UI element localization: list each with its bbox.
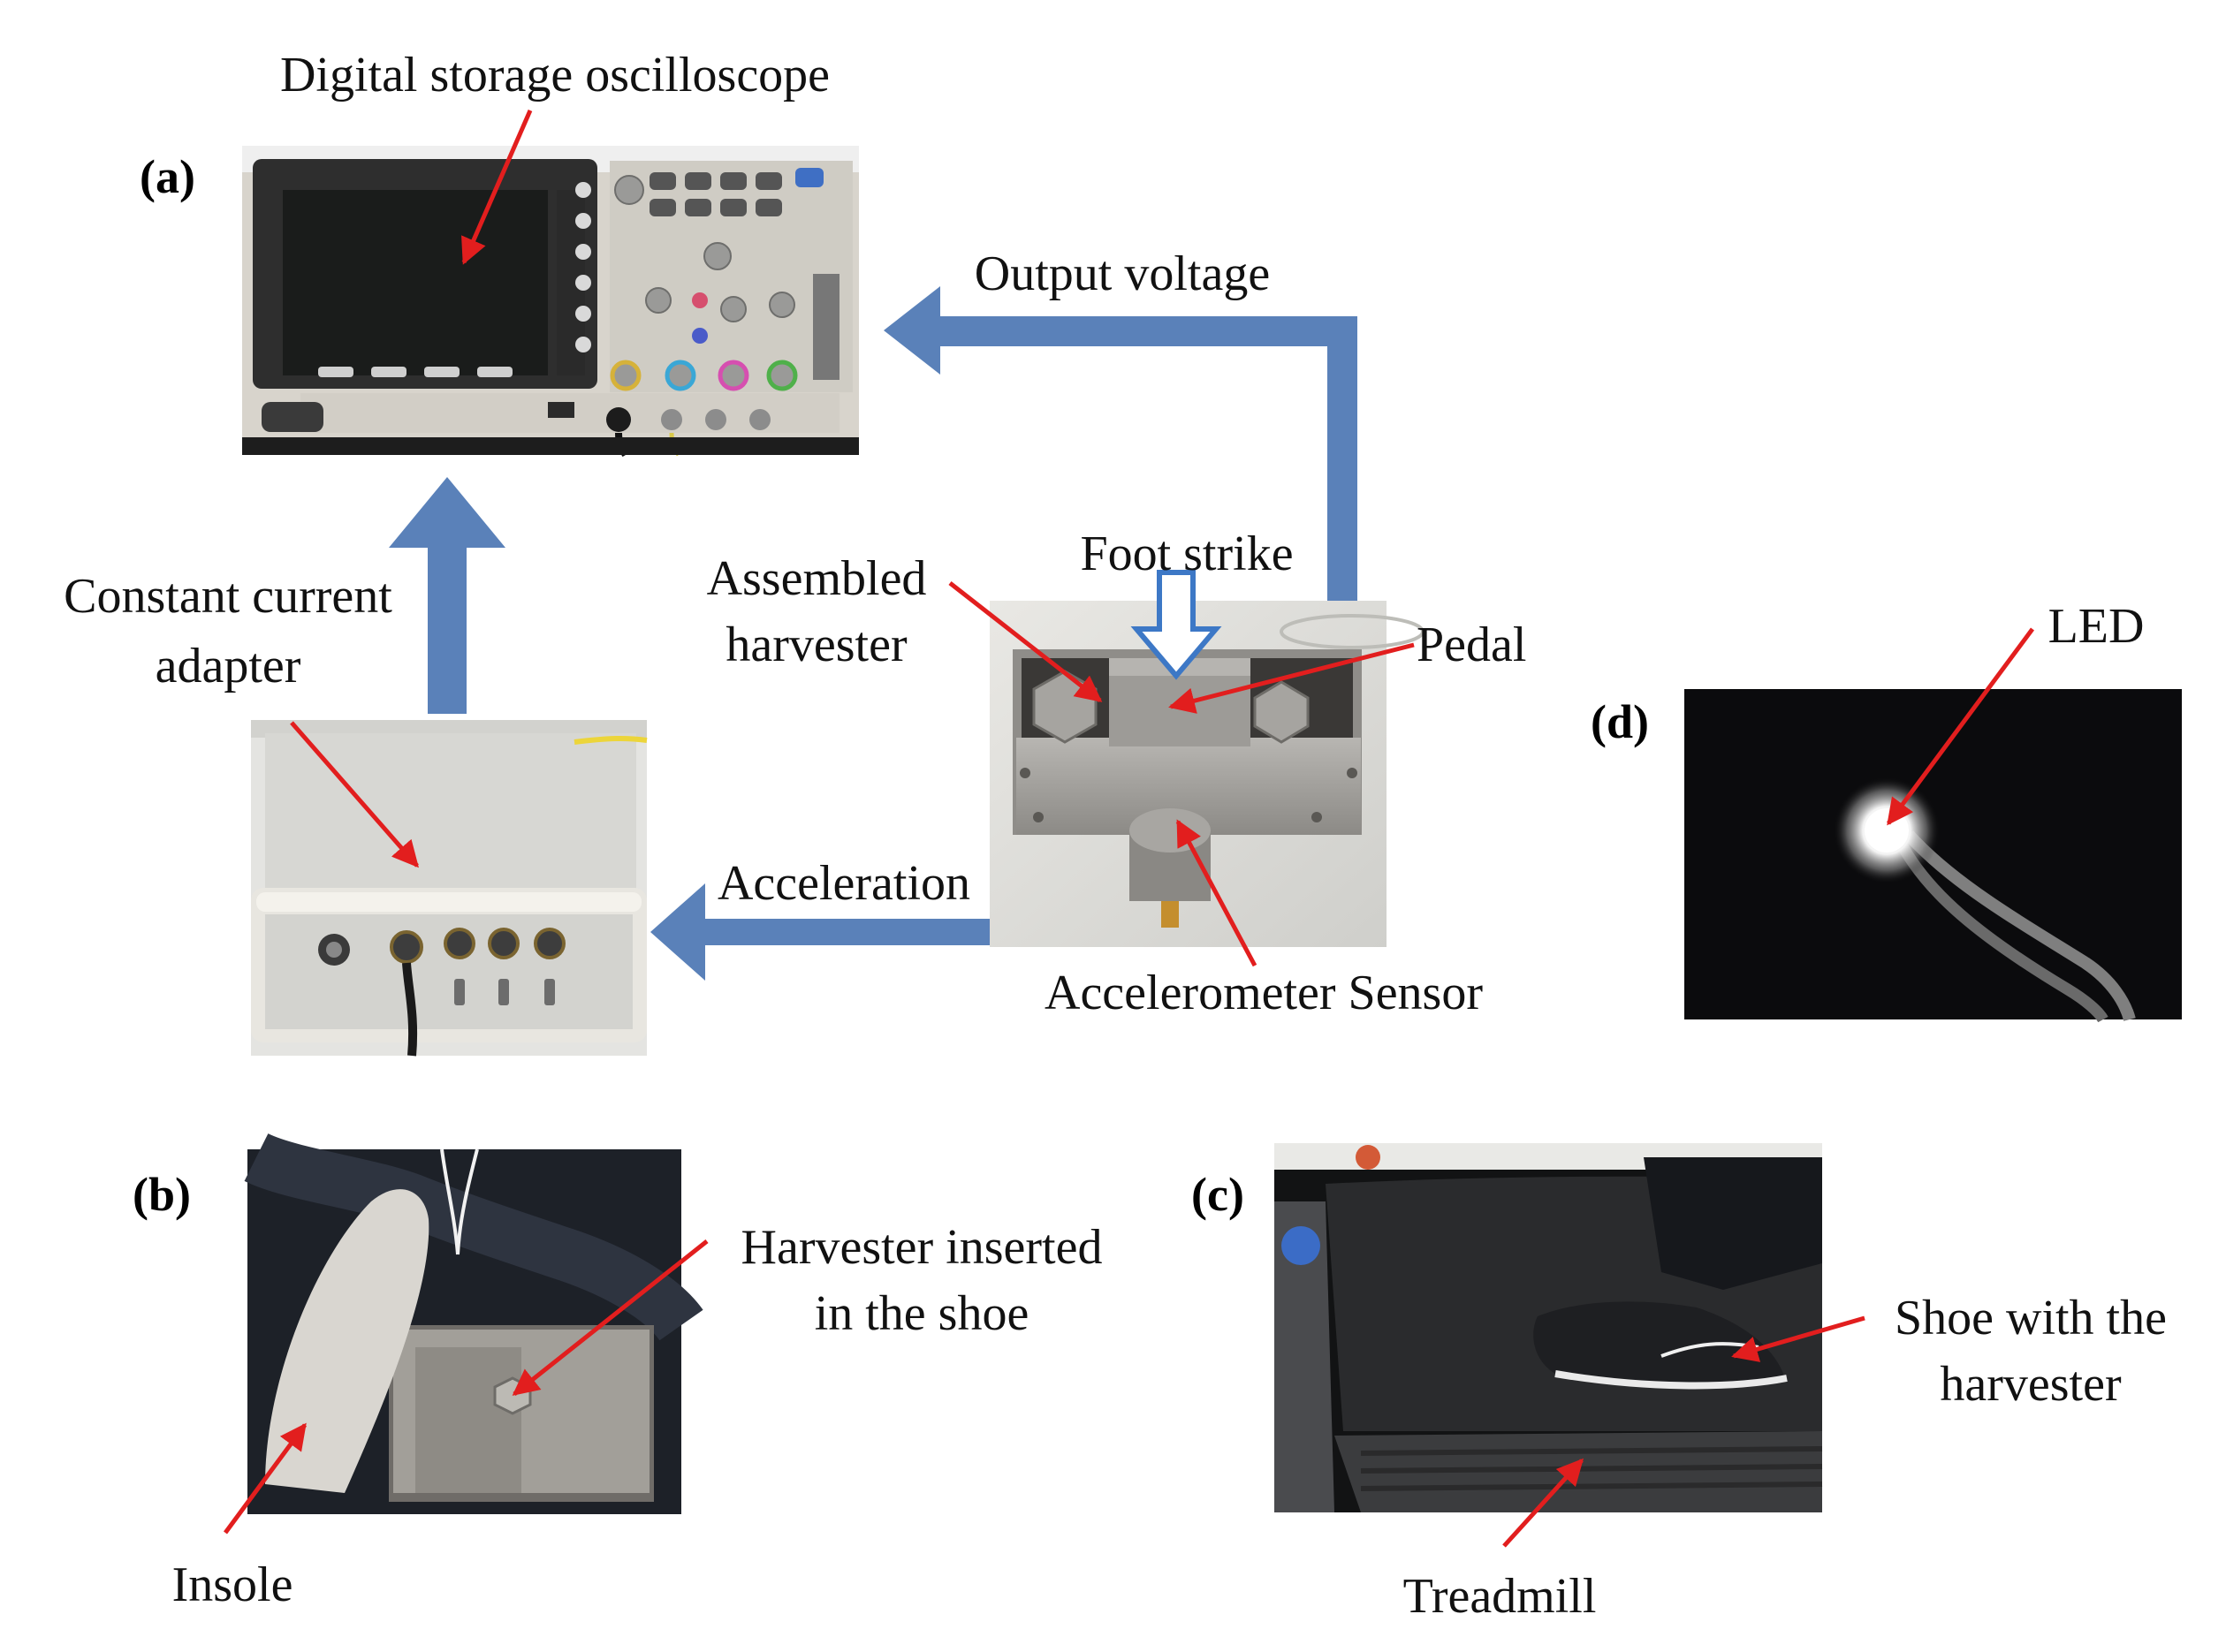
panel-label-b: (b) <box>133 1168 191 1221</box>
assembled-label-line2: harvester <box>726 618 908 672</box>
led-label: LED <box>2048 599 2145 654</box>
insole-callout <box>223 1422 308 1535</box>
panel-label-a: (a) <box>140 150 195 203</box>
harvester-shoe-label-line1: Harvester inserted <box>741 1220 1103 1275</box>
panel-label-c: (c) <box>1191 1168 1244 1221</box>
shoe-label-line1: Shoe with the <box>1895 1291 2167 1345</box>
harvester-shoe-callout <box>512 1239 709 1396</box>
insole-photo <box>244 1133 703 1514</box>
led-callout <box>1886 627 2035 826</box>
treadmill-label: Treadmill <box>1403 1569 1597 1624</box>
treadmill-callout <box>1502 1458 1584 1548</box>
led-photo <box>1684 689 2182 1023</box>
adapter-photo <box>251 720 648 1057</box>
treadmill-photo <box>1274 1143 1823 1512</box>
callout-arrows <box>223 110 2035 1548</box>
panel-label-d: (d) <box>1591 695 1649 748</box>
output-voltage-arrow <box>884 286 1357 601</box>
adapter-to-scope-arrow <box>389 477 505 714</box>
oscilloscope-callout <box>461 110 533 265</box>
adapter-label-line2: adapter <box>156 639 301 693</box>
acceleration-label: Acceleration <box>718 856 970 911</box>
foot-strike-label: Foot strike <box>1080 527 1293 581</box>
acceleration-arrow <box>650 883 990 981</box>
pedal-callout <box>1168 642 1415 714</box>
shoe-label-line2: harvester <box>1940 1357 2122 1412</box>
oscilloscope-photo <box>242 146 859 458</box>
assembled-label-line1: Assembled <box>707 551 927 606</box>
harvester-shoe-label-line2: in the shoe <box>815 1286 1029 1341</box>
insole-label: Insole <box>172 1557 293 1612</box>
pedal-label: Pedal <box>1417 618 1526 672</box>
output-voltage-label: Output voltage <box>975 246 1270 301</box>
assembled-callout <box>948 581 1103 702</box>
accelerometer-label: Accelerometer Sensor <box>1045 966 1483 1020</box>
harvester-photo <box>990 570 1424 947</box>
adapter-label-line1: Constant current <box>64 569 392 624</box>
foot-strike-arrow <box>1130 570 1222 680</box>
oscilloscope-label: Digital storage oscilloscope <box>280 48 830 102</box>
accelerometer-callout <box>1175 819 1257 967</box>
flow-arrows <box>389 286 1357 981</box>
adapter-callout <box>290 721 419 868</box>
shoe-callout <box>1731 1315 1865 1362</box>
